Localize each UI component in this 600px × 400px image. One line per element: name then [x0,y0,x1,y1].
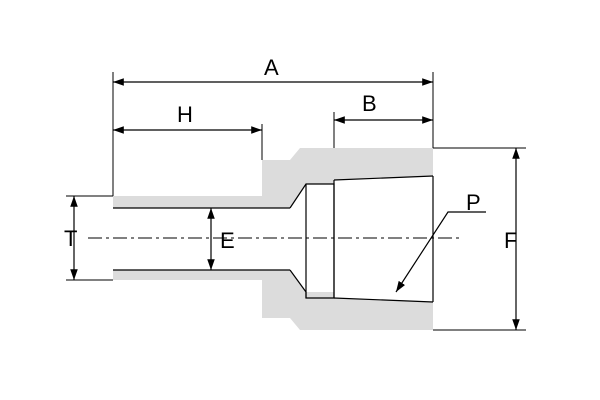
label-T: T [64,226,77,251]
label-P: P [466,190,481,215]
label-A: A [264,55,279,80]
leader-P [395,211,486,293]
label-H: H [177,102,193,127]
thread-bottom-edge [333,297,434,303]
label-E: E [220,228,235,253]
thread-top-edge [333,175,434,181]
label-F: F [504,228,517,253]
tapered-thread [334,176,433,302]
label-B: B [362,91,377,116]
tube-bore [113,208,291,270]
